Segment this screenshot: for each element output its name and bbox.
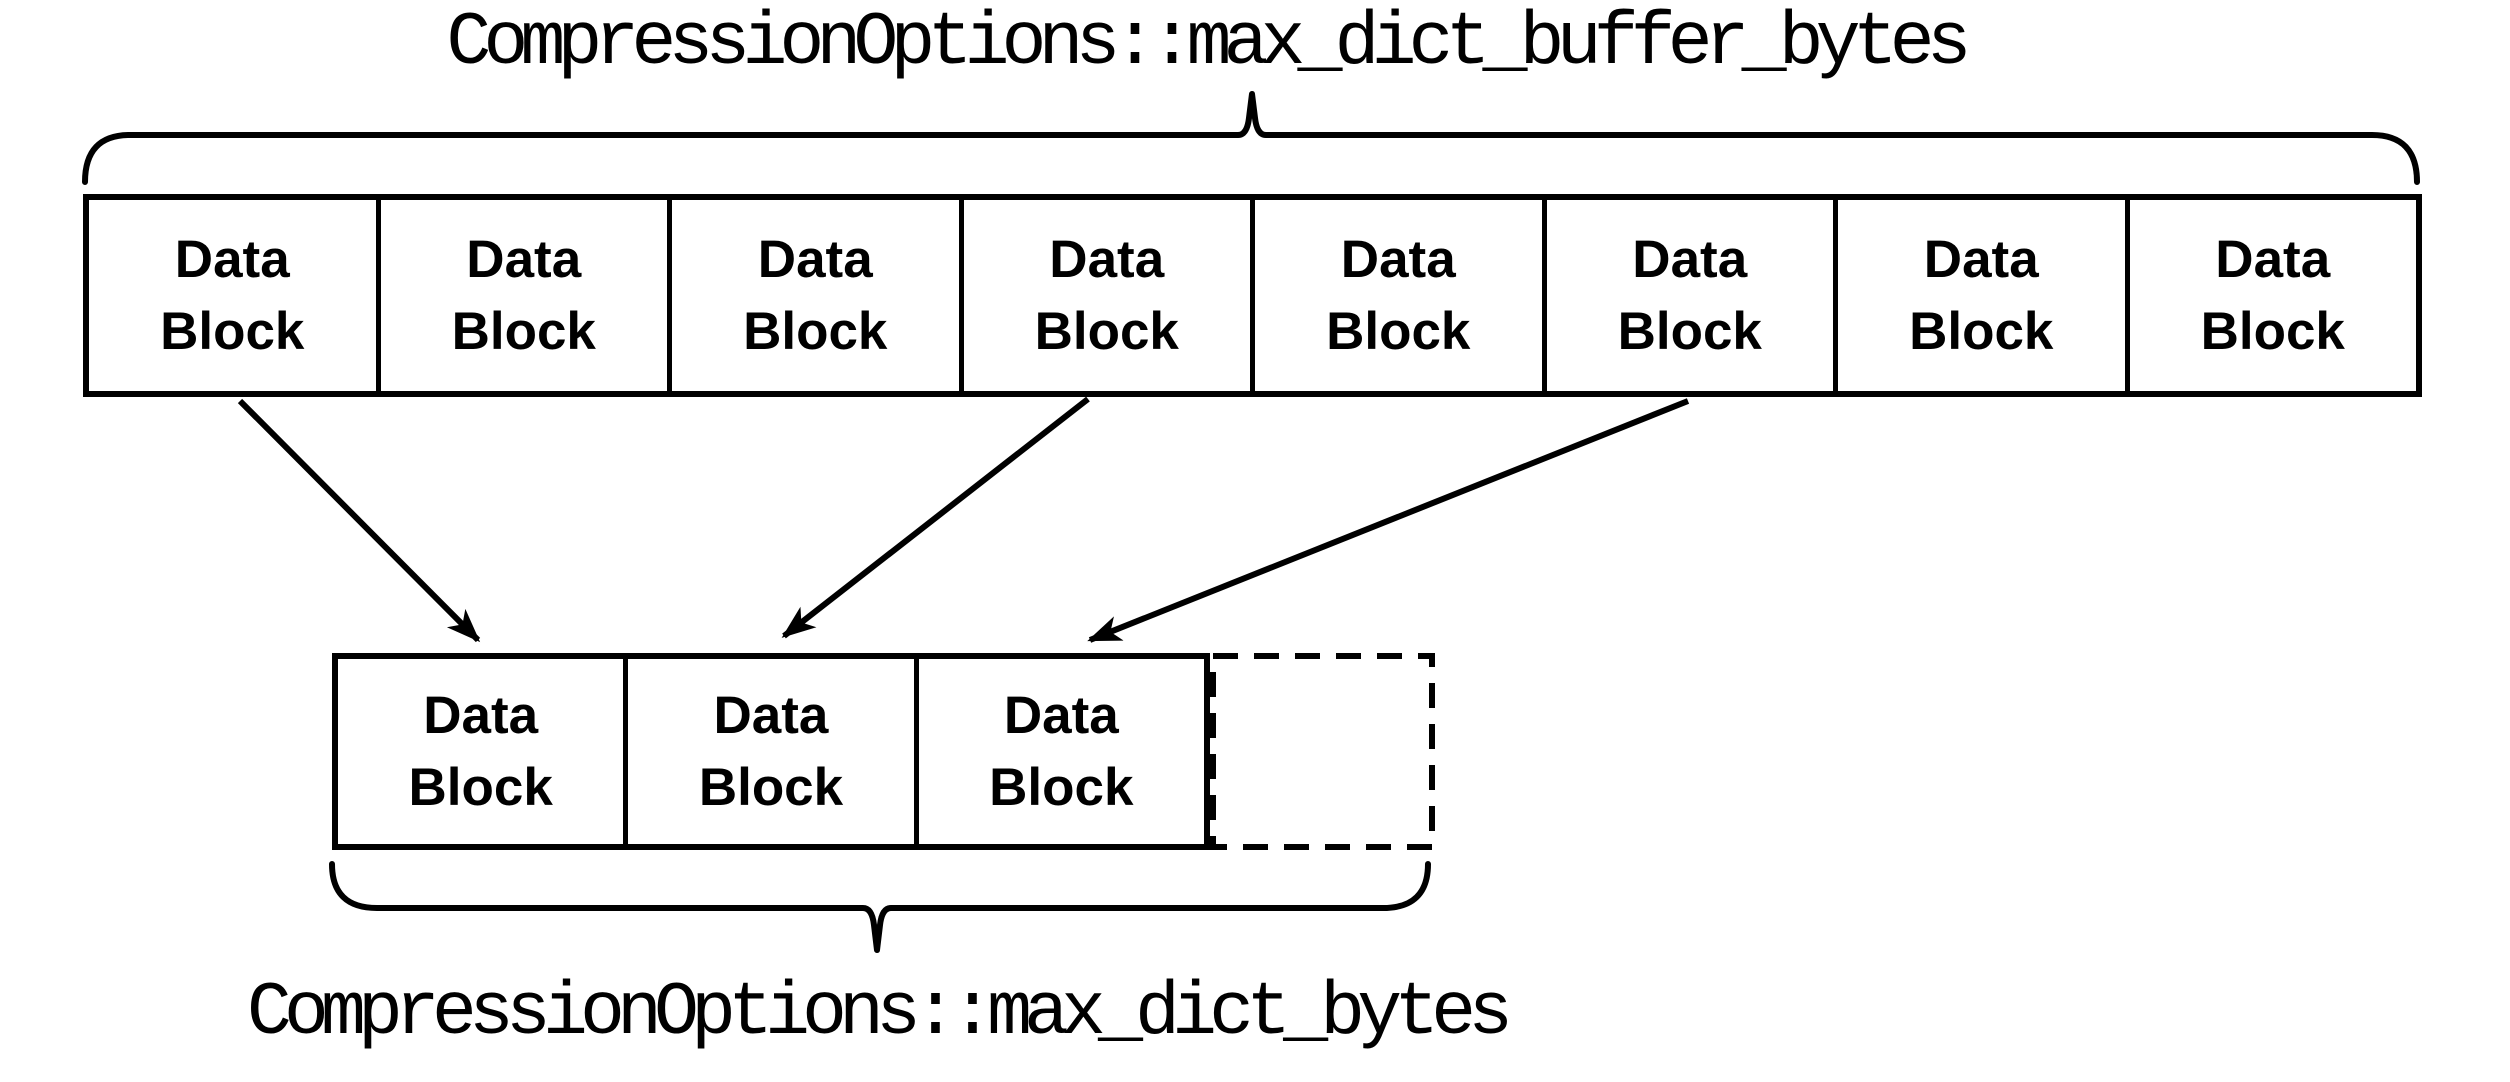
buffer-data-block-8: Data Block [2124,200,2417,391]
bottom-brace [329,861,1431,953]
buffer-data-block-7: Data Block [1833,200,2125,391]
buffer-data-block-1: Data Block [160,229,305,361]
top-brace [82,91,2420,185]
buffer-data-block-2: Data Block [375,200,668,391]
arrow-buffer1-to-dict1 [237,398,481,643]
dict-data-block-1: Data Block [408,685,553,817]
buffer-data-block-4: Data Block [958,200,1251,391]
buffer-block-row: Data Block Data Block Data Block Data Bl… [83,194,2422,397]
dict-data-block-3: Data Block [913,659,1204,844]
buffer-data-block-3: Data Block [667,200,959,391]
arrow-buffer4-to-dict2 [781,396,1090,639]
max-dict-buffer-bytes-label: CompressionOptions::max_dict_buffer_byte… [446,1,1971,86]
dict-block-row: Data Block Data Block Data Block [332,653,1210,850]
dict-placeholder-block-outline [1210,653,1435,850]
arrow-buffer6-to-dict3 [1087,398,1690,643]
dict-data-block-2: Data Block [623,659,913,844]
buffer-data-block-5: Data Block [1250,200,1542,391]
buffer-data-block-6: Data Block [1541,200,1834,391]
max-dict-bytes-label: CompressionOptions::max_dict_bytes [246,971,1513,1056]
